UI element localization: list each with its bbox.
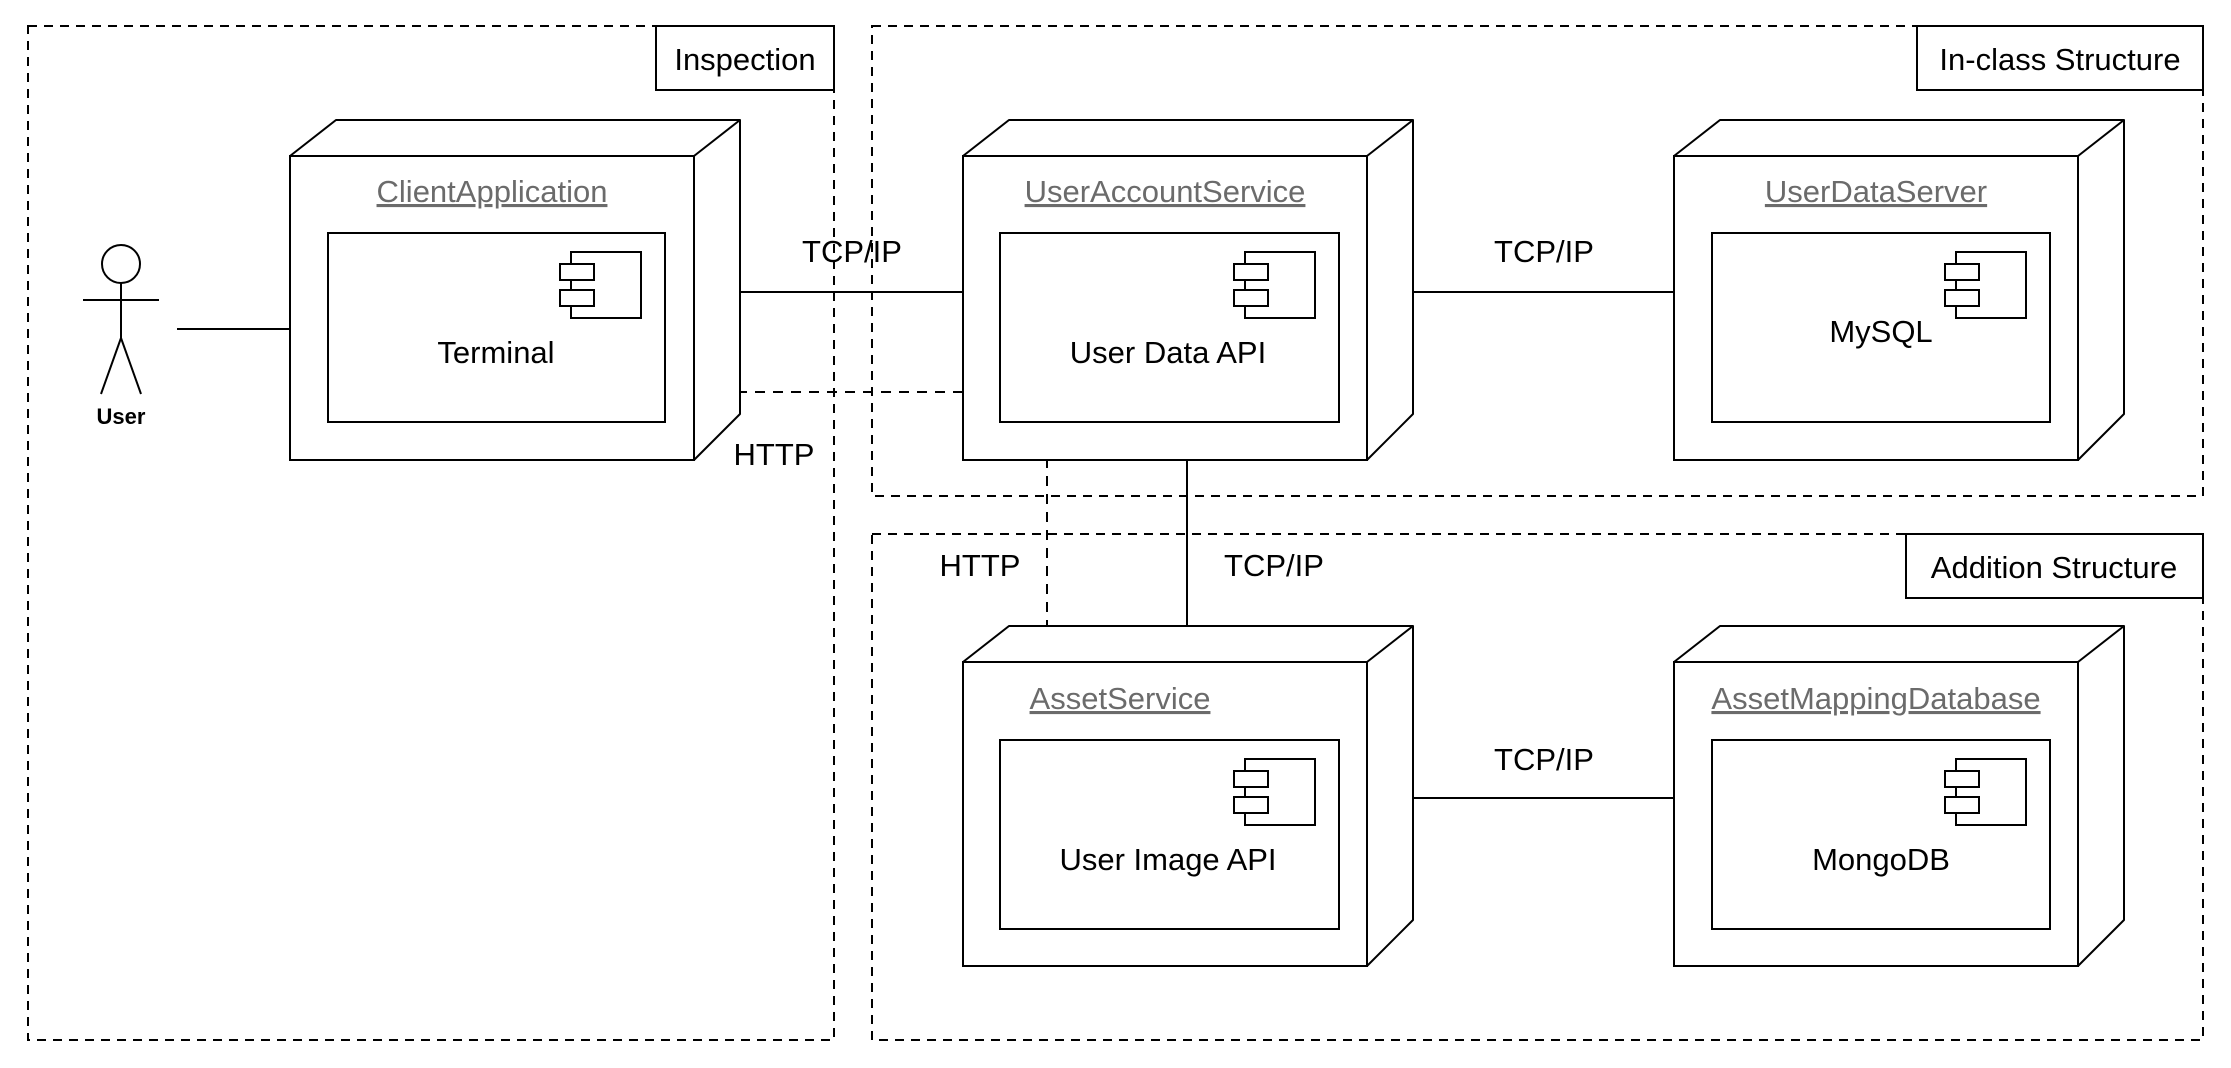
actor-user[interactable]: User bbox=[83, 244, 159, 429]
component-terminal[interactable]: Terminal bbox=[327, 232, 666, 423]
component-user-image-api[interactable]: User Image API bbox=[999, 739, 1340, 930]
node-user-account-service[interactable]: UserAccountService User Data API bbox=[962, 119, 1414, 461]
frame-in-class-label: In-class Structure bbox=[1939, 42, 2180, 77]
frame-inspection-label: Inspection bbox=[674, 42, 815, 77]
frame-addition-label: Addition Structure bbox=[1931, 550, 2177, 585]
component-mongodb-label: MongoDB bbox=[1812, 842, 1950, 877]
component-icon bbox=[1233, 251, 1316, 319]
edge-label-client-account: TCP/IP bbox=[802, 234, 902, 269]
component-user-data-api-label: User Data API bbox=[1070, 335, 1266, 370]
edge-label-account-asset: TCP/IP bbox=[1224, 548, 1324, 583]
node-user-account-service-title: UserAccountService bbox=[1025, 174, 1306, 209]
actor-user-label: User bbox=[97, 404, 146, 429]
component-mongodb[interactable]: MongoDB bbox=[1711, 739, 2051, 930]
node-user-data-server[interactable]: UserDataServer MySQL bbox=[1673, 119, 2125, 461]
component-icon bbox=[1944, 758, 2027, 826]
frame-addition-structure: Addition Structure bbox=[871, 533, 2204, 1041]
component-mysql[interactable]: MySQL bbox=[1711, 232, 2051, 423]
edge-label-terminal-http: HTTP bbox=[734, 437, 815, 472]
component-icon bbox=[1944, 251, 2027, 319]
edge-label-account-dataserver: TCP/IP bbox=[1494, 234, 1594, 269]
component-icon bbox=[1233, 758, 1316, 826]
frame-in-class-structure: In-class Structure bbox=[871, 25, 2204, 497]
component-user-image-api-label: User Image API bbox=[1059, 842, 1276, 877]
node-asset-mapping-database[interactable]: AssetMappingDatabase MongoDB bbox=[1673, 625, 2125, 967]
node-user-data-server-title: UserDataServer bbox=[1765, 174, 1987, 209]
component-mysql-label: MySQL bbox=[1829, 314, 1932, 349]
edge-label-asset-mapping: TCP/IP bbox=[1494, 742, 1594, 777]
component-icon bbox=[559, 251, 642, 319]
node-asset-service-title: AssetService bbox=[1030, 681, 1211, 716]
node-asset-service[interactable]: AssetService User Image API bbox=[962, 625, 1414, 967]
frame-inspection: Inspection bbox=[27, 25, 835, 1041]
component-user-data-api[interactable]: User Data API bbox=[999, 232, 1340, 423]
node-client-application-title: ClientApplication bbox=[377, 174, 608, 209]
component-terminal-label: Terminal bbox=[437, 335, 554, 370]
node-asset-mapping-database-title: AssetMappingDatabase bbox=[1711, 681, 2040, 716]
node-client-application[interactable]: ClientApplication Terminal bbox=[289, 119, 741, 461]
edge-label-api-http: HTTP bbox=[940, 548, 1021, 583]
